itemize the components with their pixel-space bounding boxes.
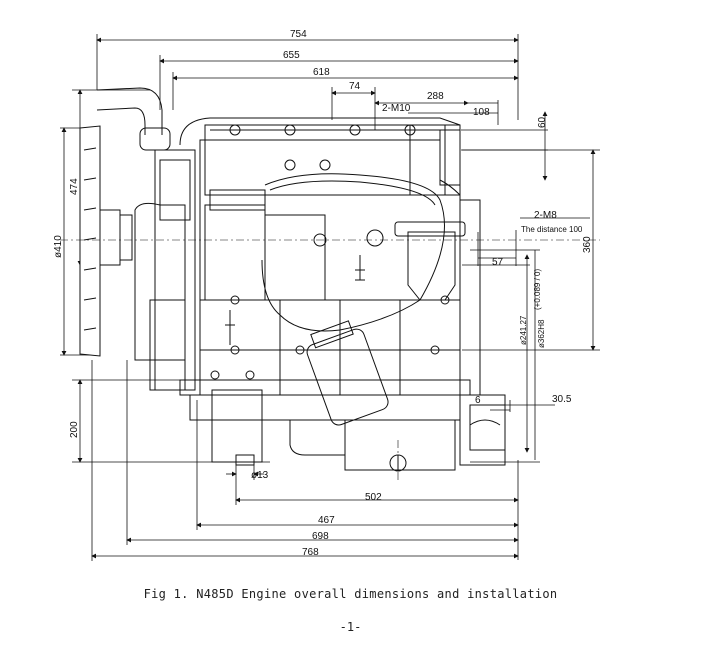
figure-caption: Fig 1. N485D Engine overall dimensions a… <box>143 587 558 601</box>
centre-lines <box>60 239 600 480</box>
dim-474: 474 <box>69 178 80 195</box>
dim-241: ø241.27 <box>519 315 528 345</box>
bottom-dimensions <box>91 360 519 561</box>
dim-57: 57 <box>492 257 504 268</box>
dim-tolerance: (+0.089 / 0) <box>533 269 542 310</box>
dim-6: 6 <box>475 395 481 406</box>
right-dimensions <box>462 149 600 463</box>
callout-2-m8: 2-M8 <box>534 210 557 221</box>
dim-30-5: 30.5 <box>552 394 572 405</box>
dim-502: 502 <box>365 492 382 503</box>
dim-60: 60 <box>537 116 548 128</box>
dim-200: 200 <box>69 421 80 438</box>
callout-distance: The distance 100 <box>521 225 583 234</box>
dim-74: 74 <box>349 81 361 92</box>
dim-655: 655 <box>283 50 300 61</box>
top-dimensions <box>96 34 548 181</box>
dim-108: 108 <box>473 107 490 118</box>
dim-362: ø362H8 <box>537 319 546 348</box>
dim-618: 618 <box>313 67 330 78</box>
dim-698: 698 <box>312 531 329 542</box>
callout-2-m10: 2-M10 <box>382 103 411 114</box>
page-number: -1- <box>339 620 362 634</box>
dim-754: 754 <box>290 29 307 40</box>
dim-13: ø13 <box>251 470 269 481</box>
dim-768: 768 <box>302 547 319 558</box>
dim-467: 467 <box>318 515 335 526</box>
dim-360: 360 <box>582 236 593 253</box>
dim-410: ø410 <box>53 235 64 258</box>
engine-body <box>79 87 506 472</box>
dim-288: 288 <box>427 91 444 102</box>
